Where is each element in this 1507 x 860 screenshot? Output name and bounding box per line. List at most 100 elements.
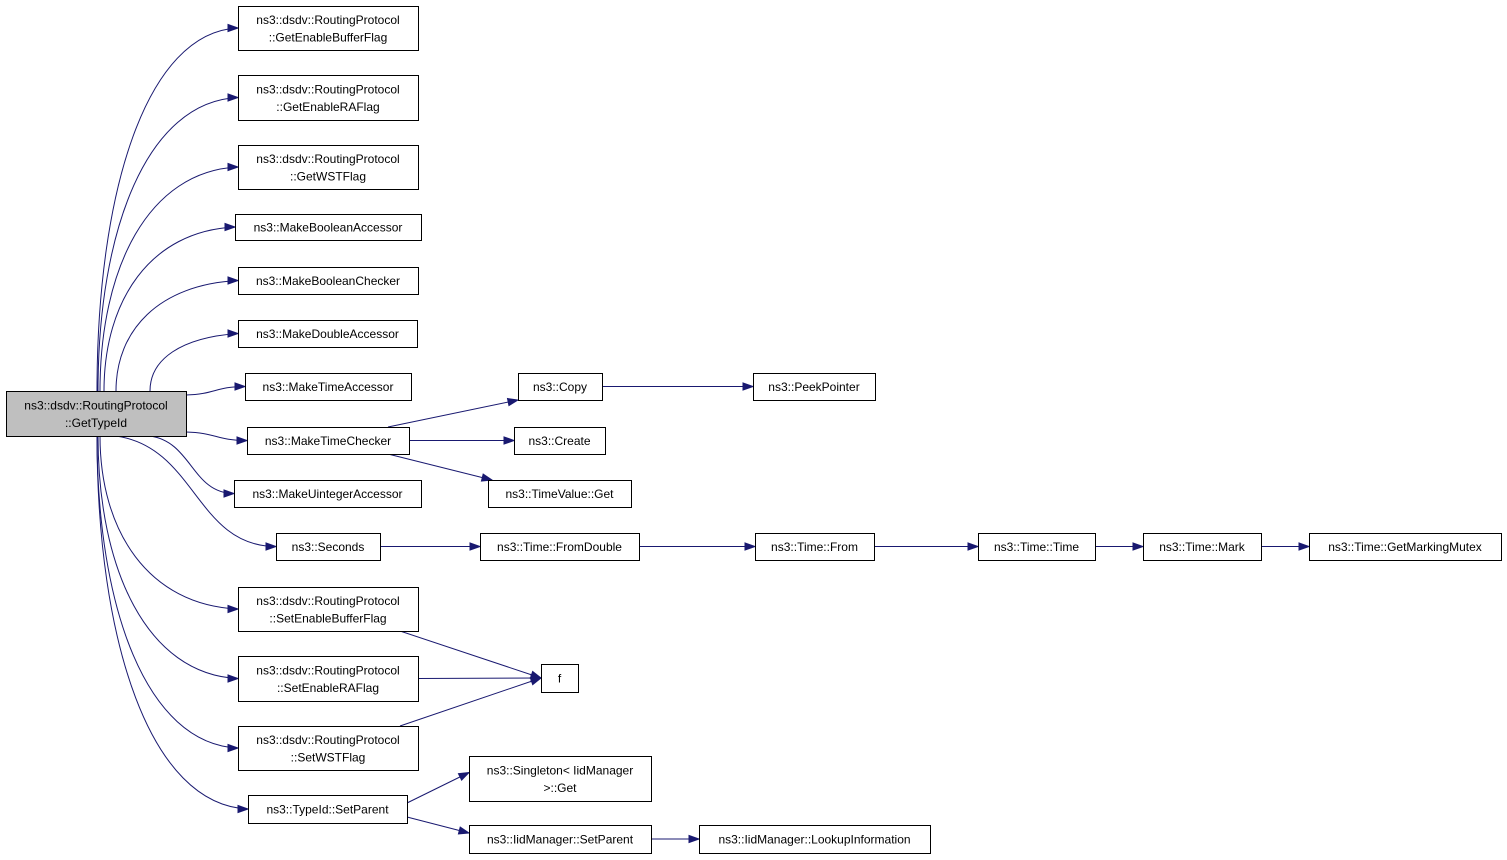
node-ns3-makedoubleaccessor[interactable]: ns3::MakeDoubleAccessor [238, 320, 418, 348]
node-ns3-dsdv-routingprotocol-setwstflag[interactable]: ns3::dsdv::RoutingProtocol::SetWSTFlag [238, 726, 419, 771]
node-label: >::Get [543, 781, 577, 795]
node-box [235, 214, 422, 241]
edge-n0-n10 [115, 435, 277, 547]
node-ns3-dsdv-routingprotocol-gettypeid[interactable]: ns3::dsdv::RoutingProtocol::GetTypeId [6, 391, 187, 437]
node-ns3-copy[interactable]: ns3::Copy [518, 373, 603, 401]
node-box [1143, 533, 1262, 561]
node-box [488, 480, 632, 508]
arrowhead-n0-n6 [227, 329, 240, 338]
nodes-layer: ns3::dsdv::RoutingProtocol::GetTypeIdns3… [6, 6, 1502, 854]
arrowhead-n0-n9 [223, 489, 236, 498]
node-ns3-iidmanager-setparent[interactable]: ns3::IidManager::SetParent [469, 825, 652, 854]
node-ns3-dsdv-routingprotocol-getwstflag[interactable]: ns3::dsdv::RoutingProtocol::GetWSTFlag [238, 145, 419, 190]
node-label: ns3::dsdv::RoutingProtocol [256, 733, 399, 747]
edge-n0-n14 [96, 435, 249, 810]
arrowhead-n19-n20 [744, 542, 757, 551]
arrowhead-n0-n13 [227, 743, 240, 753]
node-box [238, 6, 419, 51]
edge-n0-n3 [99, 166, 239, 392]
node-ns3-time-time[interactable]: ns3::Time::Time [978, 533, 1096, 561]
node-f[interactable]: f [541, 664, 579, 693]
node-box [247, 427, 410, 455]
node-box [1309, 533, 1502, 561]
node-ns3-dsdv-routingprotocol-getenableraflag[interactable]: ns3::dsdv::RoutingProtocol::GetEnableRAF… [238, 75, 419, 121]
node-label: ns3::Time::Mark [1159, 540, 1246, 554]
node-box [469, 825, 652, 854]
node-ns3-dsdv-routingprotocol-setenableraflag[interactable]: ns3::dsdv::RoutingProtocol::SetEnableRAF… [238, 656, 419, 702]
node-label: ::SetWSTFlag [291, 750, 366, 764]
node-label: ns3::PeekPointer [768, 380, 859, 394]
edge-n0-n6 [149, 333, 239, 392]
node-ns3-dsdv-routingprotocol-getenablebufferflag[interactable]: ns3::dsdv::RoutingProtocol::GetEnableBuf… [238, 6, 419, 51]
node-label: ns3::Singleton< IidManager [487, 763, 633, 777]
node-ns3-time-mark[interactable]: ns3::Time::Mark [1143, 533, 1262, 561]
arrowhead-n0-n4 [224, 222, 237, 232]
node-label: ::GetEnableRAFlag [276, 100, 379, 114]
node-box [480, 533, 640, 561]
arrowhead-n22-n23 [1298, 542, 1311, 551]
edge-n0-n13 [96, 435, 239, 749]
node-ns3-maketimeaccessor[interactable]: ns3::MakeTimeAccessor [245, 373, 412, 401]
arrowhead-n21-n22 [1132, 542, 1145, 551]
arrowhead-n8-n15 [506, 397, 520, 407]
node-label: ns3::dsdv::RoutingProtocol [256, 13, 399, 27]
node-ns3-peekpointer[interactable]: ns3::PeekPointer [753, 373, 876, 401]
node-ns3-seconds[interactable]: ns3::Seconds [276, 533, 381, 561]
node-label: ns3::TimeValue::Get [505, 487, 614, 501]
node-ns3-typeid-setparent[interactable]: ns3::TypeId::SetParent [248, 795, 408, 824]
arrowhead-n0-n2 [227, 93, 240, 102]
node-ns3-create[interactable]: ns3::Create [514, 427, 606, 455]
edge-n0-n12 [97, 435, 239, 679]
node-box [518, 373, 603, 401]
edge-n14-n26 [406, 816, 470, 834]
edge-n14-n25 [406, 772, 470, 804]
node-ns3-iidmanager-lookupinformation[interactable]: ns3::IidManager::LookupInformation [699, 825, 931, 854]
node-box [541, 664, 579, 693]
node-label: ::GetWSTFlag [290, 169, 366, 183]
node-label: ns3::Time::From [771, 540, 858, 554]
arrowhead-n0-n8 [236, 436, 249, 445]
node-box [238, 656, 419, 702]
node-ns3-singleton-iidmanager-get[interactable]: ns3::Singleton< IidManager>::Get [469, 756, 652, 802]
node-ns3-makebooleanchecker[interactable]: ns3::MakeBooleanChecker [238, 267, 419, 295]
node-label: ns3::MakeTimeChecker [265, 434, 391, 448]
node-ns3-dsdv-routingprotocol-setenablebufferflag[interactable]: ns3::dsdv::RoutingProtocol::SetEnableBuf… [238, 587, 419, 632]
node-label: f [558, 672, 562, 686]
node-label: ns3::IidManager::LookupInformation [718, 833, 910, 847]
edge-n0-n5 [115, 280, 239, 392]
node-box [6, 391, 187, 437]
edge-n11-n24 [399, 630, 542, 679]
node-label: ns3::TypeId::SetParent [266, 803, 389, 817]
arrowhead-n15-n16 [742, 382, 755, 391]
arrowhead-n20-n21 [967, 542, 980, 551]
node-label: ns3::Seconds [292, 540, 365, 554]
node-box [276, 533, 381, 561]
node-box [514, 427, 606, 455]
edge-n0-n2 [97, 97, 239, 392]
arrowhead-n0-n10 [265, 542, 278, 551]
node-ns3-timevalue-get[interactable]: ns3::TimeValue::Get [488, 480, 632, 508]
node-ns3-time-from[interactable]: ns3::Time::From [755, 533, 875, 561]
node-ns3-makeuintegeraccessor[interactable]: ns3::MakeUintegerAccessor [234, 480, 422, 508]
node-box [238, 587, 419, 632]
node-label: ::SetEnableRAFlag [277, 681, 379, 695]
edge-n0-n4 [103, 226, 236, 392]
edge-n12-n24 [417, 677, 542, 679]
node-box [234, 480, 422, 508]
arrowhead-n8-n17 [503, 436, 516, 445]
arrowhead-n26-n27 [688, 834, 701, 844]
node-box [238, 726, 419, 771]
node-label: ns3::dsdv::RoutingProtocol [256, 594, 399, 608]
node-ns3-time-fromdouble[interactable]: ns3::Time::FromDouble [480, 533, 640, 561]
node-ns3-maketimechecker[interactable]: ns3::MakeTimeChecker [247, 427, 410, 455]
arrowhead-n8-n18 [480, 473, 494, 482]
node-box [245, 373, 412, 401]
node-label: ns3::Create [528, 434, 590, 448]
node-ns3-makebooleanaccessor[interactable]: ns3::MakeBooleanAccessor [235, 214, 422, 241]
node-label: ::GetEnableBufferFlag [269, 30, 388, 44]
node-box [699, 825, 931, 854]
node-ns3-time-getmarkingmutex[interactable]: ns3::Time::GetMarkingMutex [1309, 533, 1502, 561]
node-label: ns3::Time::FromDouble [497, 540, 622, 554]
node-box [238, 145, 419, 190]
